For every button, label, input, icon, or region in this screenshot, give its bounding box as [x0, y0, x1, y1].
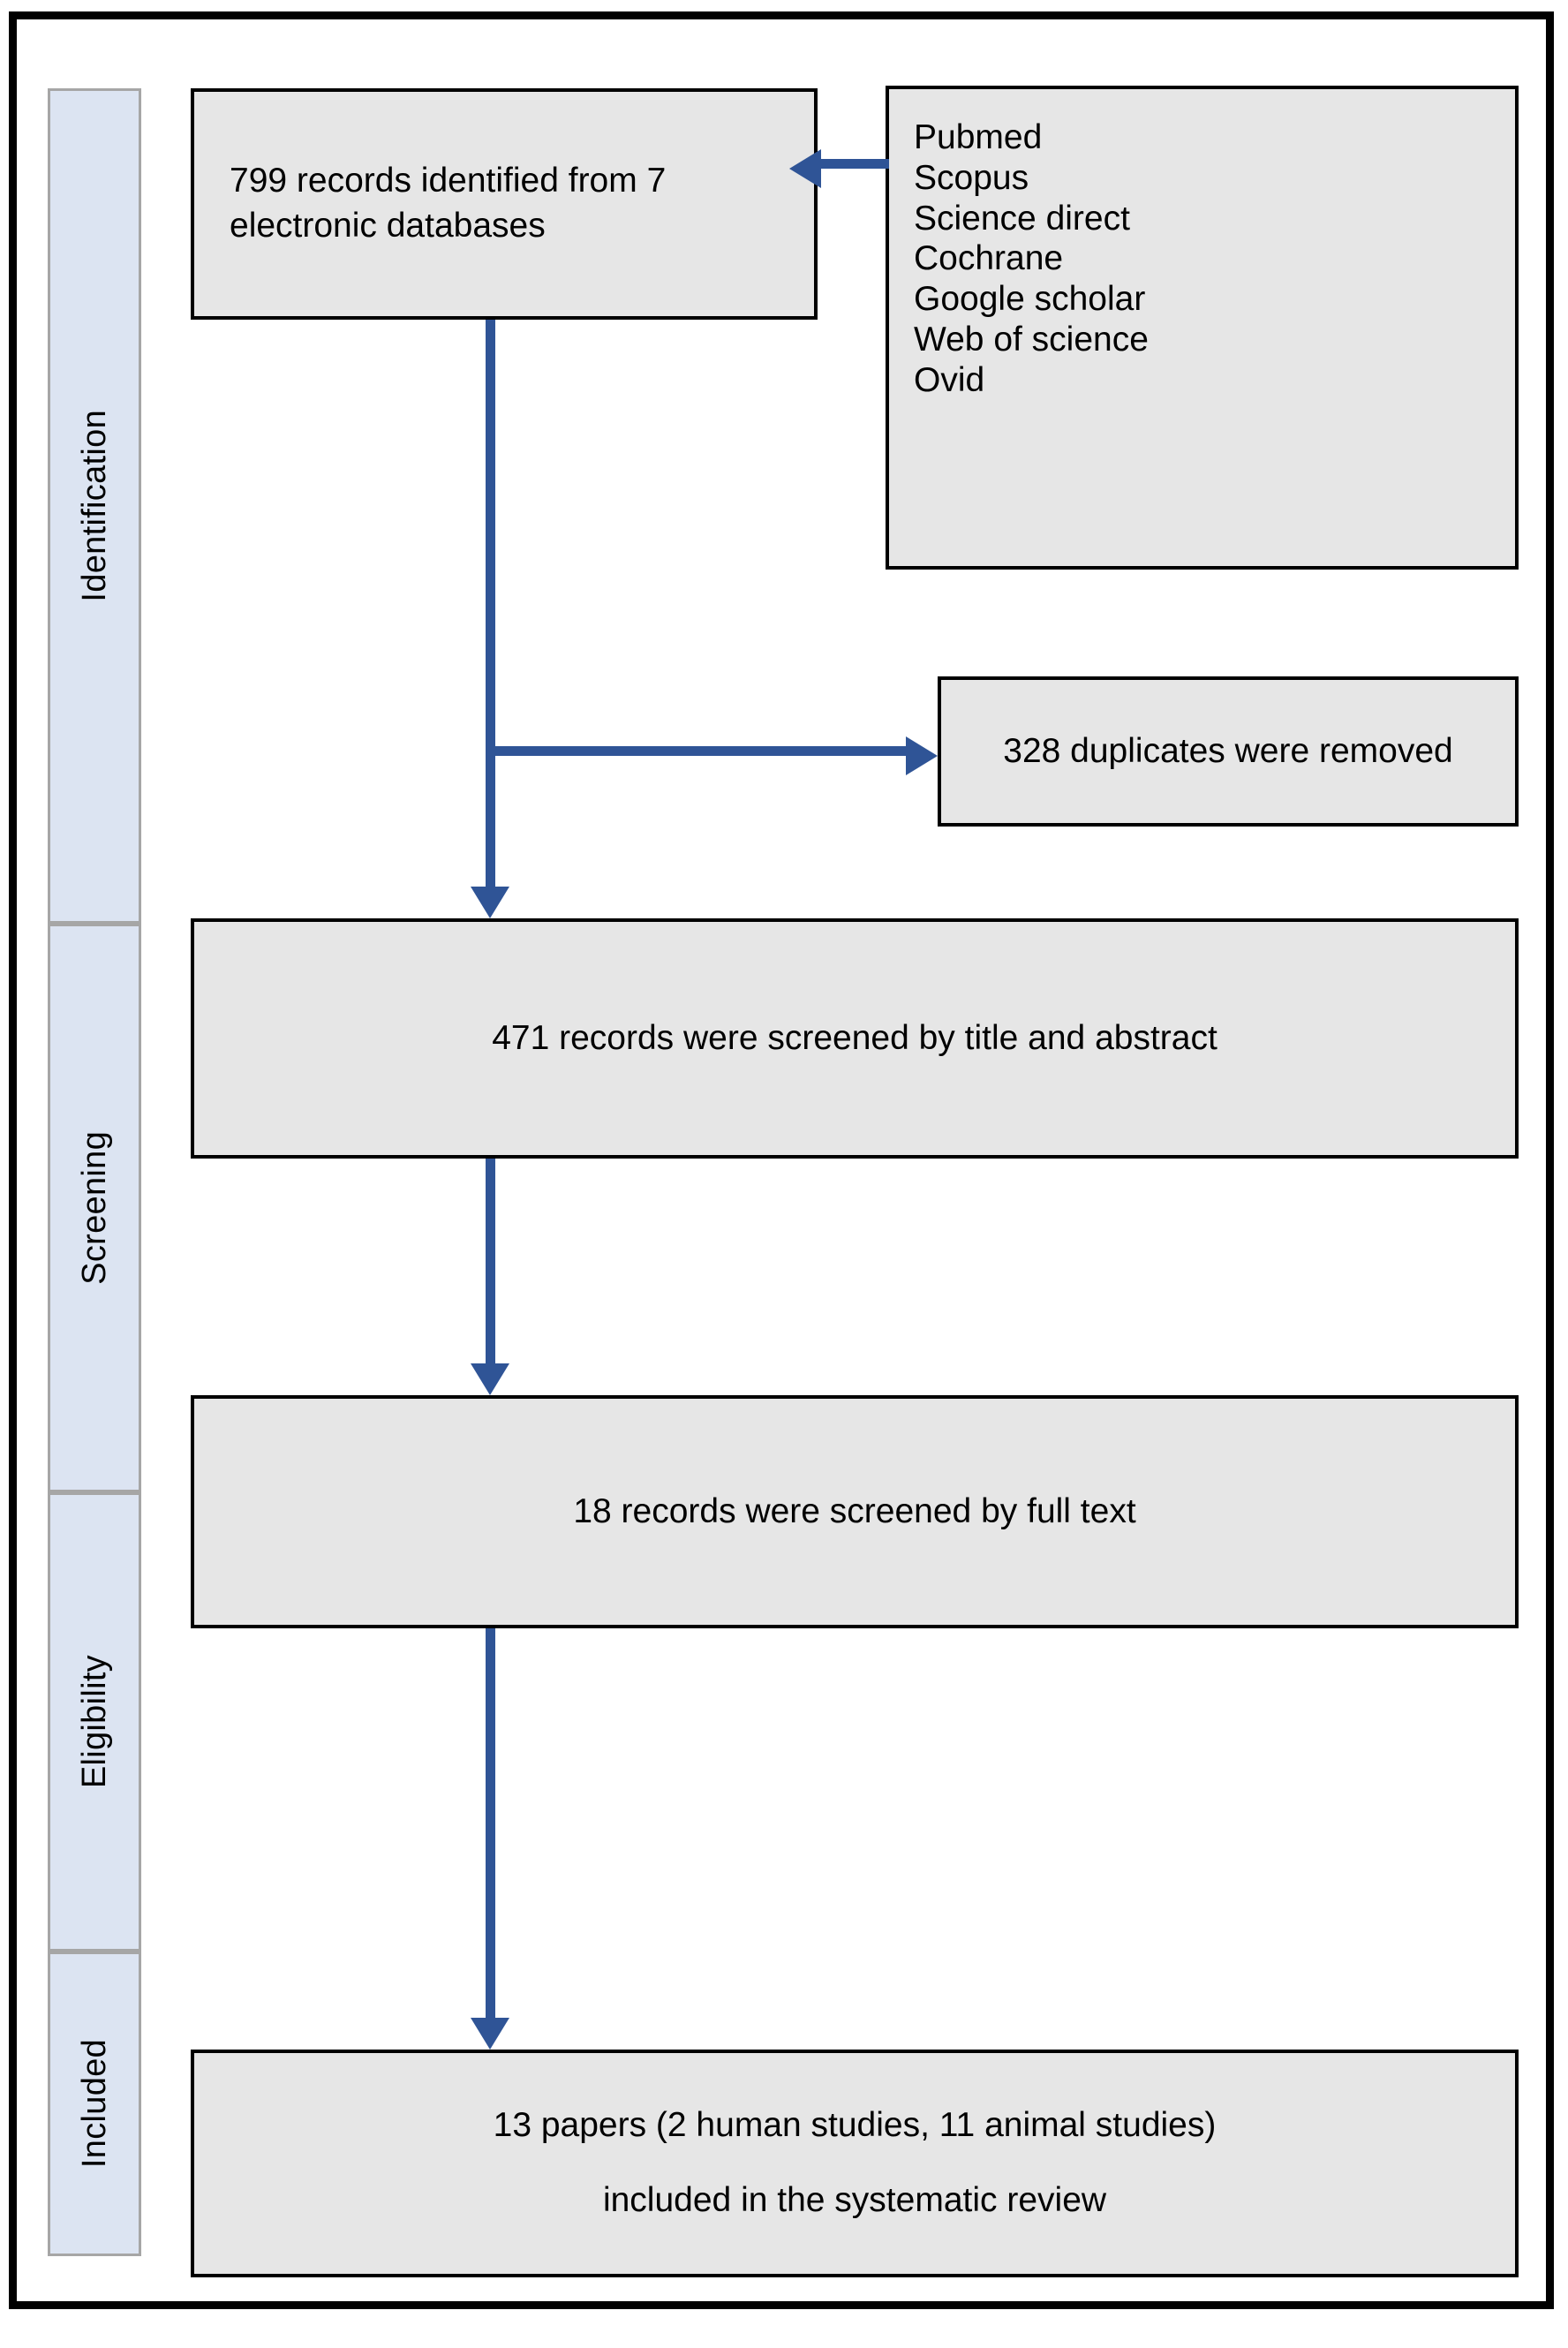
arrow-left-icon: [789, 149, 821, 188]
stage-included: Included: [48, 1952, 141, 2256]
box-screened-title-abstract-text: 471 records were screened by title and a…: [492, 1018, 1217, 1057]
connector-screened-to-fulltext: [486, 1159, 495, 1363]
box-included-line2: included in the systematic review: [602, 2181, 1107, 2219]
stage-eligibility: Eligibility: [48, 1492, 141, 1952]
diagram-outer-frame: [9, 11, 1554, 2309]
stage-identification: Identification: [48, 88, 141, 924]
connector-to-duplicates: [486, 746, 914, 756]
stage-screening: Screening: [48, 924, 141, 1492]
box-screened-full-text: 18 records were screened by full text: [191, 1395, 1519, 1628]
database-item: Science direct: [914, 199, 1130, 238]
connector-identified-to-screened: [486, 320, 495, 897]
stage-label-identification: Identification: [76, 410, 113, 602]
database-item: Web of science: [914, 321, 1149, 359]
box-records-identified: 799 records identified from 7 electronic…: [191, 88, 818, 320]
database-item: Cochrane: [914, 239, 1064, 278]
box-databases-list-text: Pubmed Scopus Science direct Cochrane Go…: [889, 89, 1515, 401]
box-included-line1: 13 papers (2 human studies, 11 animal st…: [493, 2106, 1217, 2145]
database-item: Scopus: [914, 158, 1029, 197]
box-included-papers: 13 papers (2 human studies, 11 animal st…: [191, 2050, 1519, 2277]
stage-label-eligibility: Eligibility: [76, 1655, 113, 1789]
box-screened-full-text-text: 18 records were screened by full text: [573, 1491, 1136, 1530]
arrow-down-icon: [471, 1363, 509, 1395]
stage-label-screening: Screening: [76, 1131, 113, 1285]
database-item: Ovid: [914, 360, 985, 399]
connector-databases-to-identified: [821, 159, 889, 169]
box-screened-title-abstract: 471 records were screened by title and a…: [191, 918, 1519, 1159]
box-records-identified-text: 799 records identified from 7 electronic…: [230, 162, 667, 245]
box-included-papers-text: 13 papers (2 human studies, 11 animal st…: [194, 2103, 1515, 2223]
database-item: Google scholar: [914, 280, 1146, 319]
box-duplicates-removed-text: 328 duplicates were removed: [1003, 731, 1453, 770]
stage-label-included: Included: [76, 2039, 113, 2169]
arrow-right-icon: [906, 736, 938, 775]
box-databases-list: Pubmed Scopus Science direct Cochrane Go…: [886, 86, 1519, 570]
connector-fulltext-to-included: [486, 1628, 495, 2018]
database-item: Pubmed: [914, 118, 1043, 156]
arrow-down-icon: [471, 887, 509, 918]
box-duplicates-removed: 328 duplicates were removed: [938, 676, 1519, 827]
arrow-down-icon: [471, 2018, 509, 2050]
